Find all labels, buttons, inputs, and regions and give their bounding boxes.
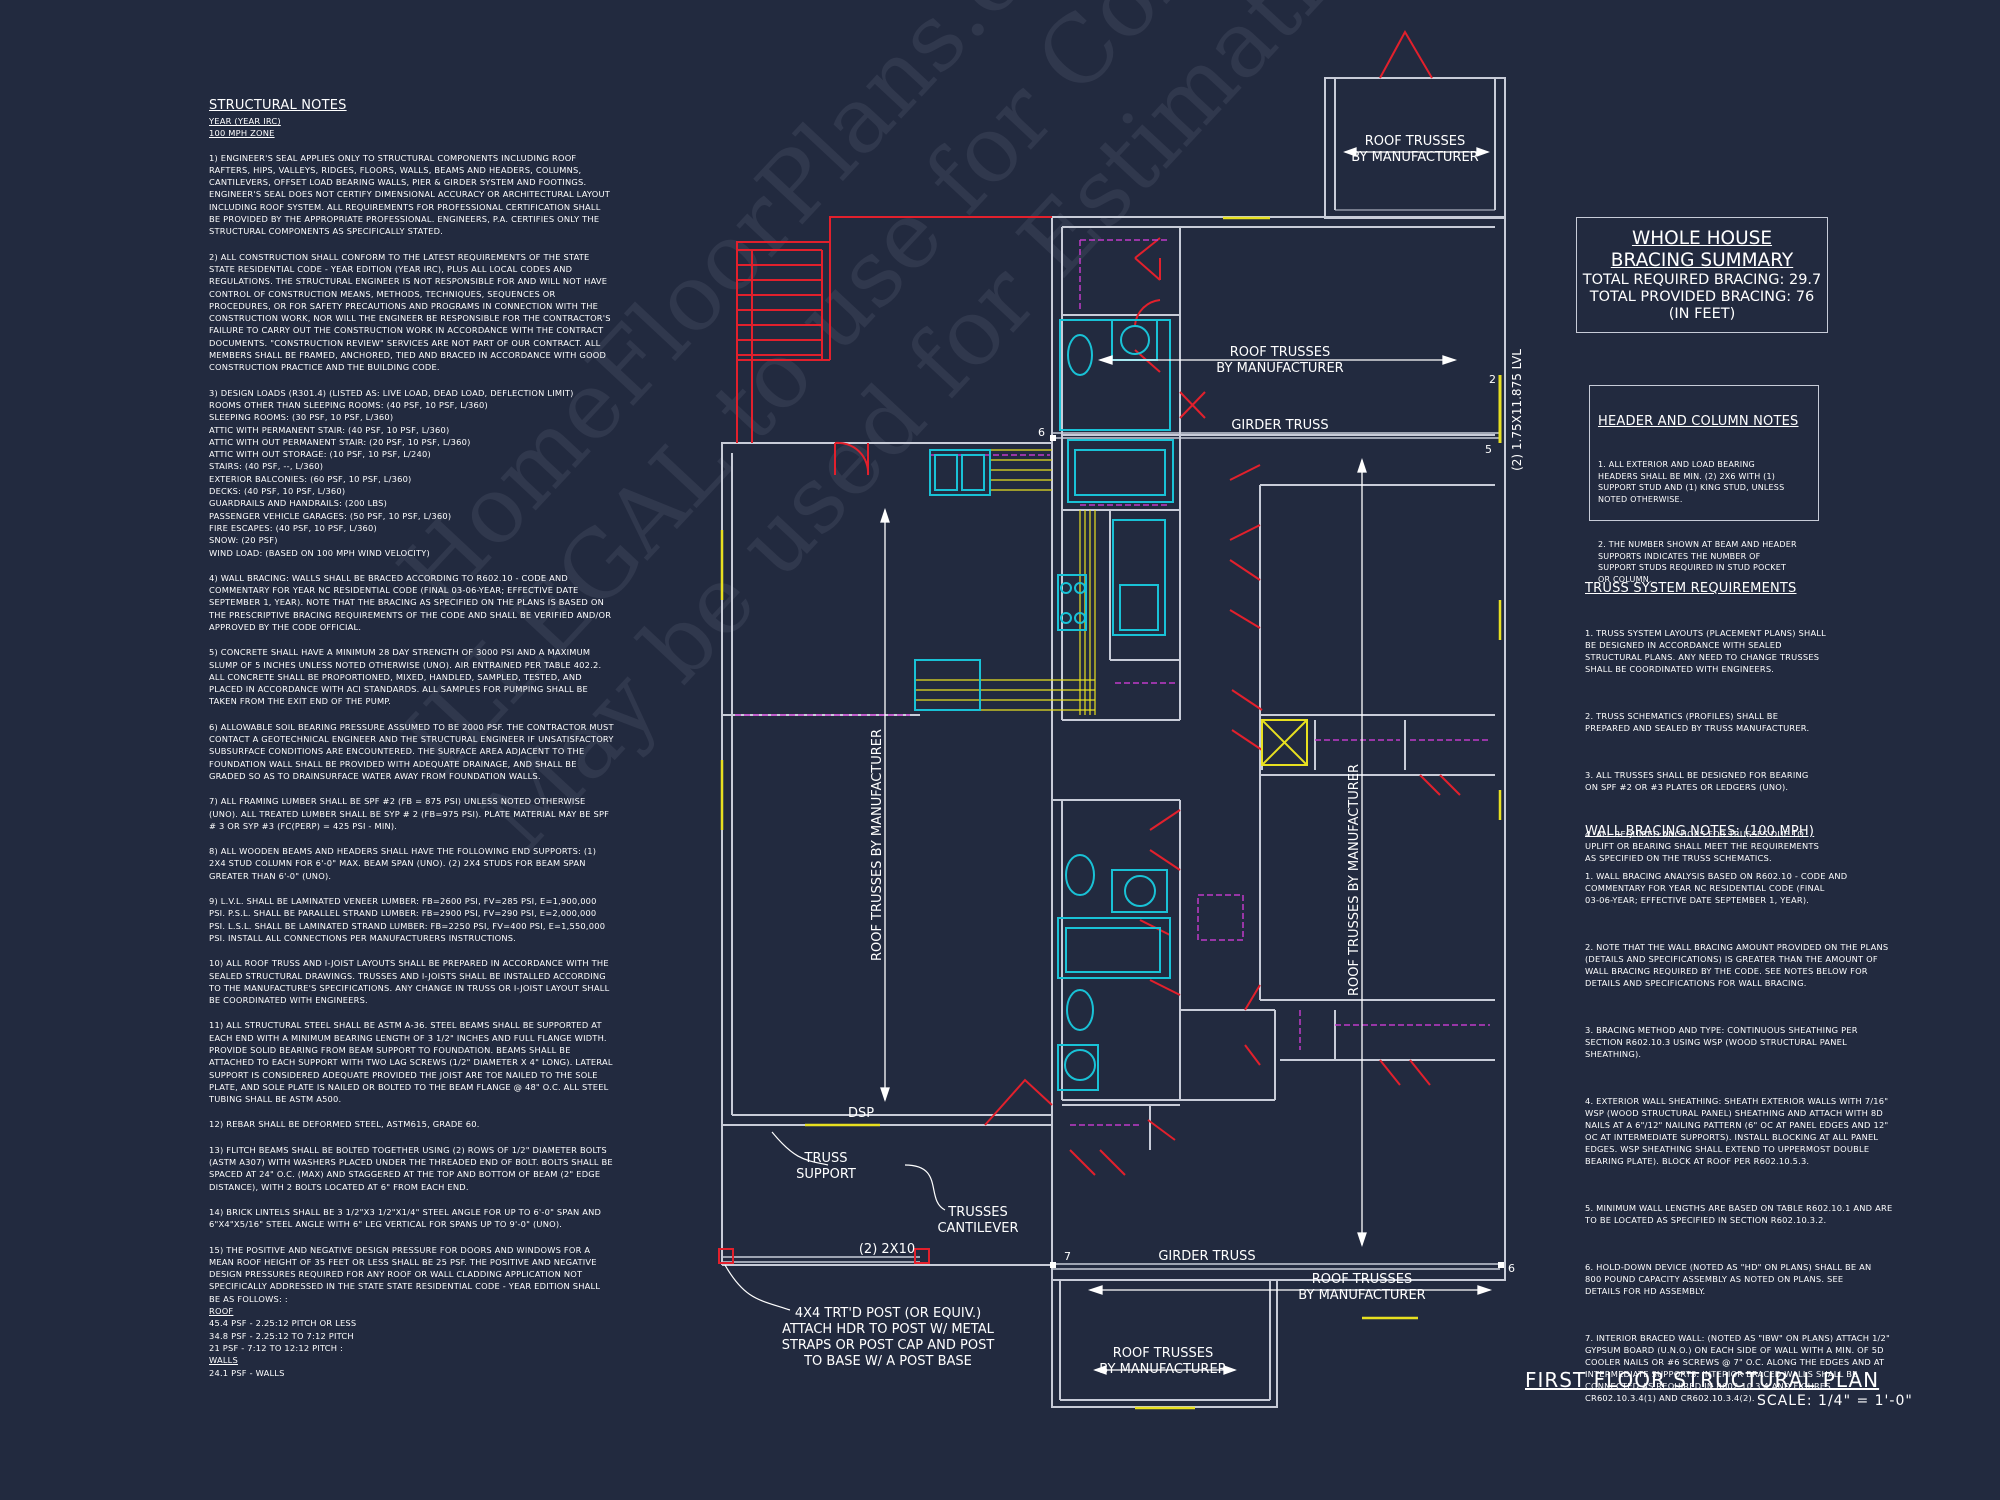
roof-trusses-label: BY MANUFACTURER	[1216, 361, 1343, 376]
truss-requirements: TRUSS SYSTEM REQUIREMENTS 1. TRUSS SYSTE…	[1585, 557, 1875, 887]
posts	[1050, 435, 1504, 1268]
leader-lines	[724, 1131, 946, 1311]
roof-trusses-left-label: ROOF TRUSSES BY MANUFACTURER	[870, 729, 885, 961]
structural-note: 4) WALL BRACING: WALLS SHALL BE BRACED A…	[209, 572, 615, 632]
roof-trusses-bottom-label: ROOF TRUSSES	[1312, 1272, 1413, 1287]
wall-bracing-heading: WALL BRACING NOTES: (100 MPH)	[1585, 824, 1815, 839]
trt-posts	[718, 1248, 930, 1264]
bracing-required: TOTAL REQUIRED BRACING: 29.7	[1582, 272, 1822, 288]
span-arrows	[880, 147, 1493, 1375]
header-column-notes: HEADER AND COLUMN NOTES 1. ALL EXTERIOR …	[1589, 385, 1819, 584]
structural-notes: STRUCTURAL NOTES YEAR (YEAR IRC) 100 mph…	[209, 98, 614, 1379]
structural-note: 5) CONCRETE SHALL HAVE A MINIMUM 28 DAY …	[209, 647, 605, 707]
dsp-label: DSP	[848, 1106, 874, 1121]
windows	[720, 216, 1502, 1410]
stairs	[736, 216, 1052, 443]
structural-note: 2) ALL CONSTRUCTION SHALL CONFORM TO THE…	[209, 251, 614, 373]
stud-count: 5	[1485, 443, 1492, 456]
plan-scale: SCALE: 1/4" = 1'-0"	[1757, 1393, 1913, 1409]
structural-note: 6) ALLOWABLE SOIL BEARING PRESSURE ASSUM…	[209, 721, 617, 781]
structural-note: 11) ALL STRUCTURAL STEEL SHALL BE ASTM A…	[209, 1020, 616, 1105]
truss-support-label: SUPPORT	[796, 1167, 856, 1182]
structural-note: 10) ALL ROOF TRUSS AND I-JOIST LAYOUTS S…	[209, 958, 613, 1006]
structural-note: 14) BRICK LINTELS SHALL BE 3 1/2"x3 1/2"…	[209, 1206, 604, 1230]
structural-notes-heading: STRUCTURAL NOTES	[209, 98, 347, 113]
header-column-note: 2. THE NUMBER SHOWN AT BEAM AND HEADER S…	[1598, 540, 1797, 584]
girder-truss-bottom-label: GIRDER TRUSS	[1158, 1249, 1255, 1264]
roof-trusses-porch-bottom-label: ROOF TRUSSES	[1113, 1346, 1214, 1361]
truss-requirement: 2. TRUSS SCHEMATICS (PROFILES) SHALL BE …	[1585, 711, 1810, 733]
bracing-summary-title: WHOLE HOUSE	[1631, 228, 1773, 249]
wall-bracing-note: 1. WALL BRACING ANALYSIS BASED ON R602.1…	[1585, 871, 1848, 905]
structural-note: 3) DESIGN LOADS (R301.4) (LISTED AS: LIV…	[209, 387, 574, 558]
structural-note: 8) ALL WOODEN BEAMS AND HEADERS SHALL HA…	[209, 846, 600, 881]
structural-note: 12) REBAR SHALL BE DEFORMED STEEL, ASTM6…	[209, 1119, 480, 1130]
girder-trusses	[722, 432, 1500, 1270]
wall-bracing-note: 2. NOTE THAT THE WALL BRACING AMOUNT PRO…	[1585, 942, 1889, 988]
header-2x10-label: (2) 2x10	[859, 1242, 915, 1257]
pressure-walls-1: 24.1 PSF - WALLS	[209, 1367, 285, 1378]
bracing-summary-title: BRACING SUMMARY	[1610, 250, 1794, 271]
roof-trusses-right-label: ROOF TRUSSES BY MANUFACTURER	[1347, 764, 1362, 996]
girder-truss-label: GIRDER TRUSS	[1231, 418, 1328, 433]
structural-notes-zone: 100 mph ZONE	[209, 128, 275, 139]
lvl-beam-label: (2) 1.75x11.875 LVL	[1510, 349, 1524, 471]
pressure-roof-3: 21 PSF - 7:12 TO 12:12 PITCH :	[209, 1342, 344, 1353]
wall-bracing-note: 4. EXTERIOR WALL SHEATHING: SHEATH EXTER…	[1585, 1096, 1889, 1166]
roof-trusses-label: ROOF TRUSSES	[1230, 345, 1331, 360]
plan-title: FIRST FLOOR STRUCTURAL PLAN	[1525, 1368, 1880, 1392]
truss-requirements-heading: TRUSS SYSTEM REQUIREMENTS	[1585, 581, 1797, 596]
bracing-summary-box: WHOLE HOUSE BRACING SUMMARY TOTAL REQUIR…	[1576, 217, 1828, 333]
wall-bracing-note: 6. HOLD-DOWN DEVICE (NOTED AS "HD" ON PL…	[1585, 1262, 1872, 1296]
kitchen-counters	[915, 449, 1096, 715]
roof-trusses-porch-bottom-label: BY MANUFACTURER	[1099, 1362, 1226, 1377]
stud-count: 6	[1038, 426, 1045, 439]
trusses-cantilever-label: TRUSSES	[947, 1205, 1007, 1220]
post-note: 4x4 TRT'D POST (OR EQUIV.)	[795, 1306, 981, 1321]
wall-bracing-note: 5. MINIMUM WALL LENGTHS ARE BASED ON TAB…	[1585, 1203, 1893, 1225]
wall-bracing-note: 7. INTERIOR BRACED WALL: (NOTED AS "IBW"…	[1585, 1333, 1891, 1403]
roof-trusses-porch-label: ROOF TRUSSES	[1365, 134, 1466, 149]
truss-requirement: 4. ALL REQUIRED ANCHORS FOR TRUSSES DUE …	[1585, 829, 1820, 863]
stud-count: 7	[1064, 1250, 1071, 1263]
post-note: TO BASE W/ A POST BASE	[803, 1354, 972, 1369]
bracing-provided: TOTAL PROVIDED BRACING: 76	[1589, 289, 1815, 305]
truss-support-label: TRUSS	[804, 1151, 848, 1166]
trusses-cantilever-label: CANTILEVER	[937, 1221, 1018, 1236]
structural-note: 1) ENGINEER'S SEAL APPLIES ONLY TO STRUC…	[209, 152, 613, 237]
structural-note: 13) FLITCH BEAMS SHALL BE BOLTED TOGETHE…	[209, 1144, 616, 1192]
pressure-roof-label: ROOF	[209, 1306, 234, 1317]
stud-count: 2	[1489, 373, 1496, 386]
structural-note: 7) ALL FRAMING LUMBER SHALL BE SPF #2 (F…	[209, 796, 613, 831]
pressure-walls-label: WALLS	[209, 1355, 238, 1366]
bracing-units: (IN FEET)	[1668, 306, 1736, 322]
pressure-roof-2: 34.8 PSF - 2.25:12 TO 7:12 PITCH	[209, 1330, 354, 1341]
attic-access	[1261, 719, 1308, 766]
post-note: ATTACH HDR TO POST W/ METAL	[782, 1322, 994, 1337]
structural-note: 15) THE POSITIVE AND NEGATIVE DESIGN PRE…	[209, 1244, 604, 1304]
headers	[735, 239, 1490, 1126]
truss-requirement: 3. ALL TRUSSES SHALL BE DESIGNED FOR BEA…	[1585, 770, 1809, 792]
plan-labels: ROOF TRUSSES BY MANUFACTURER ROOF TRUSSE…	[782, 134, 1524, 1377]
pressure-roof-1: 45.4 PSF - 2.25:12 PITCH OR LESS	[209, 1318, 357, 1329]
wall-bracing-notes: WALL BRACING NOTES: (100 MPH) 1. WALL BR…	[1585, 800, 1915, 1427]
plumbing-fixtures	[914, 319, 1174, 1091]
porch-hatch	[1335, 209, 1495, 219]
roof-trusses-bottom-label: BY MANUFACTURER	[1298, 1288, 1425, 1303]
stud-count: 6	[1508, 1262, 1515, 1275]
truss-requirement: 1. TRUSS SYSTEM LAYOUTS (PLACEMENT PLANS…	[1585, 628, 1826, 674]
header-column-note: 1. ALL EXTERIOR AND LOAD BEARING HEADERS…	[1598, 460, 1785, 504]
structural-notes-year: YEAR (YEAR IRC)	[209, 116, 281, 126]
structural-note: 9) L.V.L. SHALL BE LAMINATED VENEER LUMB…	[209, 896, 609, 943]
doors	[834, 29, 1461, 1176]
wall-bracing-note: 3. BRACING METHOD AND TYPE: CONTINUOUS S…	[1585, 1025, 1858, 1059]
plan-walls	[721, 77, 1506, 1408]
header-column-heading: HEADER AND COLUMN NOTES	[1598, 414, 1799, 429]
post-note: STRAPS OR POST CAP AND POST	[782, 1338, 995, 1353]
roof-trusses-porch-label: BY MANUFACTURER	[1351, 150, 1478, 165]
